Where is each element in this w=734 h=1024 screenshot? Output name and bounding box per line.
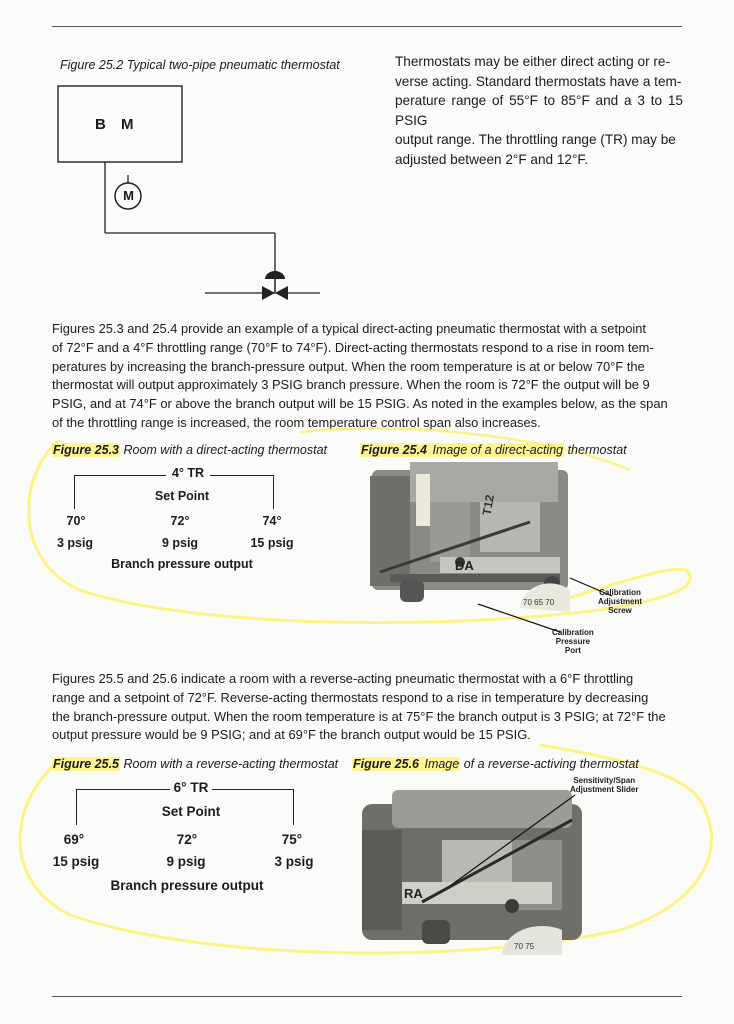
figure-25-5-title: Room with a reverse-acting thermostat [120, 757, 339, 771]
temp-high: 75° [281, 832, 303, 847]
callout-calibration-pressure-port: Calibration Pressure Port [552, 628, 594, 655]
callout-line: Pressure [555, 637, 591, 646]
top-rule [52, 26, 682, 27]
tr-bracket-top-right [212, 789, 294, 791]
reverse-acting-thermostat-image [362, 790, 582, 955]
pressure-low: 15 psig [52, 854, 100, 869]
temp-setpoint: 72° [176, 832, 198, 847]
temp-setpoint: 72° [170, 514, 190, 528]
device-mode-label-da: DA [455, 558, 474, 573]
setpoint-label: Set Point [154, 489, 210, 503]
callout-line: Screw [608, 606, 632, 615]
intro-line: perature range of 55°F to 85°F and a 3 t… [395, 93, 683, 128]
callout-line: Adjustment Slider [570, 785, 639, 794]
tr-bracket-right-leg [273, 475, 275, 509]
direct-acting-paragraph: Figures 25.3 and 25.4 provide an example… [52, 320, 684, 433]
intro-line: verse acting. Standard thermostats have … [395, 73, 682, 89]
dial-scale-label: 70 75 [514, 942, 535, 951]
pressure-high: 3 psig [274, 854, 314, 869]
tr-bracket-left-leg [74, 475, 76, 509]
figure-25-3-number: Figure 25.3 [52, 443, 120, 457]
temp-high: 74° [262, 514, 282, 528]
figure-25-5-number: Figure 25.5 [52, 757, 120, 771]
direct-acting-thermostat-image [370, 462, 570, 612]
paragraph-line: of the throttling range is increased, th… [52, 414, 541, 430]
setpoint-label: Set Point [161, 804, 221, 819]
paragraph-line: thermostat will output approximately 3 P… [52, 377, 650, 393]
temp-low: 69° [63, 832, 85, 847]
pressure-mid: 9 psig [161, 536, 199, 550]
valve-actuator-dome [265, 271, 285, 279]
tr-bracket-right-leg [293, 789, 295, 825]
intro-line: adjusted between 2°F and 12°F. [395, 151, 589, 167]
intro-line: Thermostats may be either direct acting … [395, 54, 671, 69]
thermostat-body-box [57, 85, 183, 163]
paragraph-line: PSIG, and at 74°F or above the branch ou… [52, 396, 668, 412]
figure-25-4-title-highlight: Image of a direct-acting [428, 443, 565, 457]
callout-calibration-adjustment-screw: Calibration Adjustment Screw [598, 588, 642, 615]
paragraph-line: range and a setpoint of 72°F. Reverse-ac… [52, 689, 649, 705]
paragraph-line: Figures 25.3 and 25.4 provide an example… [52, 321, 647, 336]
port-label-m: M [121, 116, 134, 133]
pressure-low: 3 psig [56, 536, 94, 550]
throttling-range-label: 6° TR [173, 780, 209, 795]
callout-sensitivity-span-slider: Sensitivity/Span Adjustment Slider [570, 776, 638, 794]
tr-bracket-left-leg [76, 789, 78, 825]
port-label-b: B [95, 116, 106, 133]
pressure-mid: 9 psig [166, 854, 206, 869]
callout-line: Adjustment [598, 597, 642, 606]
figure-25-6-title: of a reverse-activing thermostat [460, 757, 639, 771]
motor-circle [114, 182, 142, 210]
figure-25-6-caption: Figure 25.6 Image of a reverse-activing … [352, 756, 639, 772]
paragraph-line: the branch-pressure output. When the roo… [52, 708, 666, 724]
callout-line: Calibration [599, 588, 641, 597]
figure-25-4-caption: Figure 25.4 Image of a direct-acting the… [360, 442, 627, 458]
figure-25-3-tr-diagram: 4° TR Set Point 70° 72° 74° 3 psig 9 psi… [52, 462, 312, 572]
bottom-rule [52, 996, 682, 997]
motor-label: M [123, 188, 134, 203]
figure-25-4-number: Figure 25.4 [360, 443, 428, 457]
tr-bracket-top-right [210, 475, 274, 477]
figure-25-6-title-highlight: Image [420, 757, 461, 771]
callout-line: Port [564, 646, 581, 655]
pressure-high: 15 psig [250, 536, 294, 550]
tr-bracket-top-left [74, 475, 166, 477]
figure-25-5-tr-diagram: 6° TR Set Point 69° 72° 75° 15 psig 9 ps… [52, 776, 332, 896]
paragraph-line: Figures 25.5 and 25.6 indicate a room wi… [52, 671, 634, 686]
reverse-acting-paragraph: Figures 25.5 and 25.6 indicate a room wi… [52, 670, 684, 745]
figure-25-3-title: Room with a direct-acting thermostat [120, 443, 328, 457]
callout-line: Sensitivity/Span [573, 776, 636, 785]
callout-line: Calibration [552, 628, 594, 637]
branch-pressure-label: Branch pressure output [111, 557, 253, 571]
figure-25-3-caption: Figure 25.3 Room with a direct-acting th… [52, 442, 327, 458]
temp-low: 70° [66, 514, 86, 528]
paragraph-line: output pressure would be 9 PSIG; and at … [52, 727, 531, 743]
figure-25-5-caption: Figure 25.5 Room with a reverse-acting t… [52, 756, 338, 772]
dial-scale-label: 70 65 70 [523, 598, 555, 607]
intro-paragraph: Thermostats may be either direct acting … [395, 52, 683, 169]
device-mode-label-ra: RA [404, 886, 423, 901]
paragraph-line: peratures by increasing the branch-press… [52, 358, 645, 374]
tr-bracket-top-left [76, 789, 170, 791]
thermostat-schematic [57, 85, 320, 300]
throttling-range-label: 4° TR [171, 466, 205, 480]
intro-line: output range. The throttling range (TR) … [395, 132, 676, 147]
paragraph-line: of 72°F and a 4°F throttling range (70°F… [52, 339, 654, 355]
figure-25-2-caption: Figure 25.2 Typical two-pipe pneumatic t… [60, 58, 340, 72]
figure-25-4-title: thermostat [564, 443, 627, 457]
figure-25-6-number: Figure 25.6 [352, 757, 420, 771]
branch-pressure-label: Branch pressure output [110, 878, 264, 893]
